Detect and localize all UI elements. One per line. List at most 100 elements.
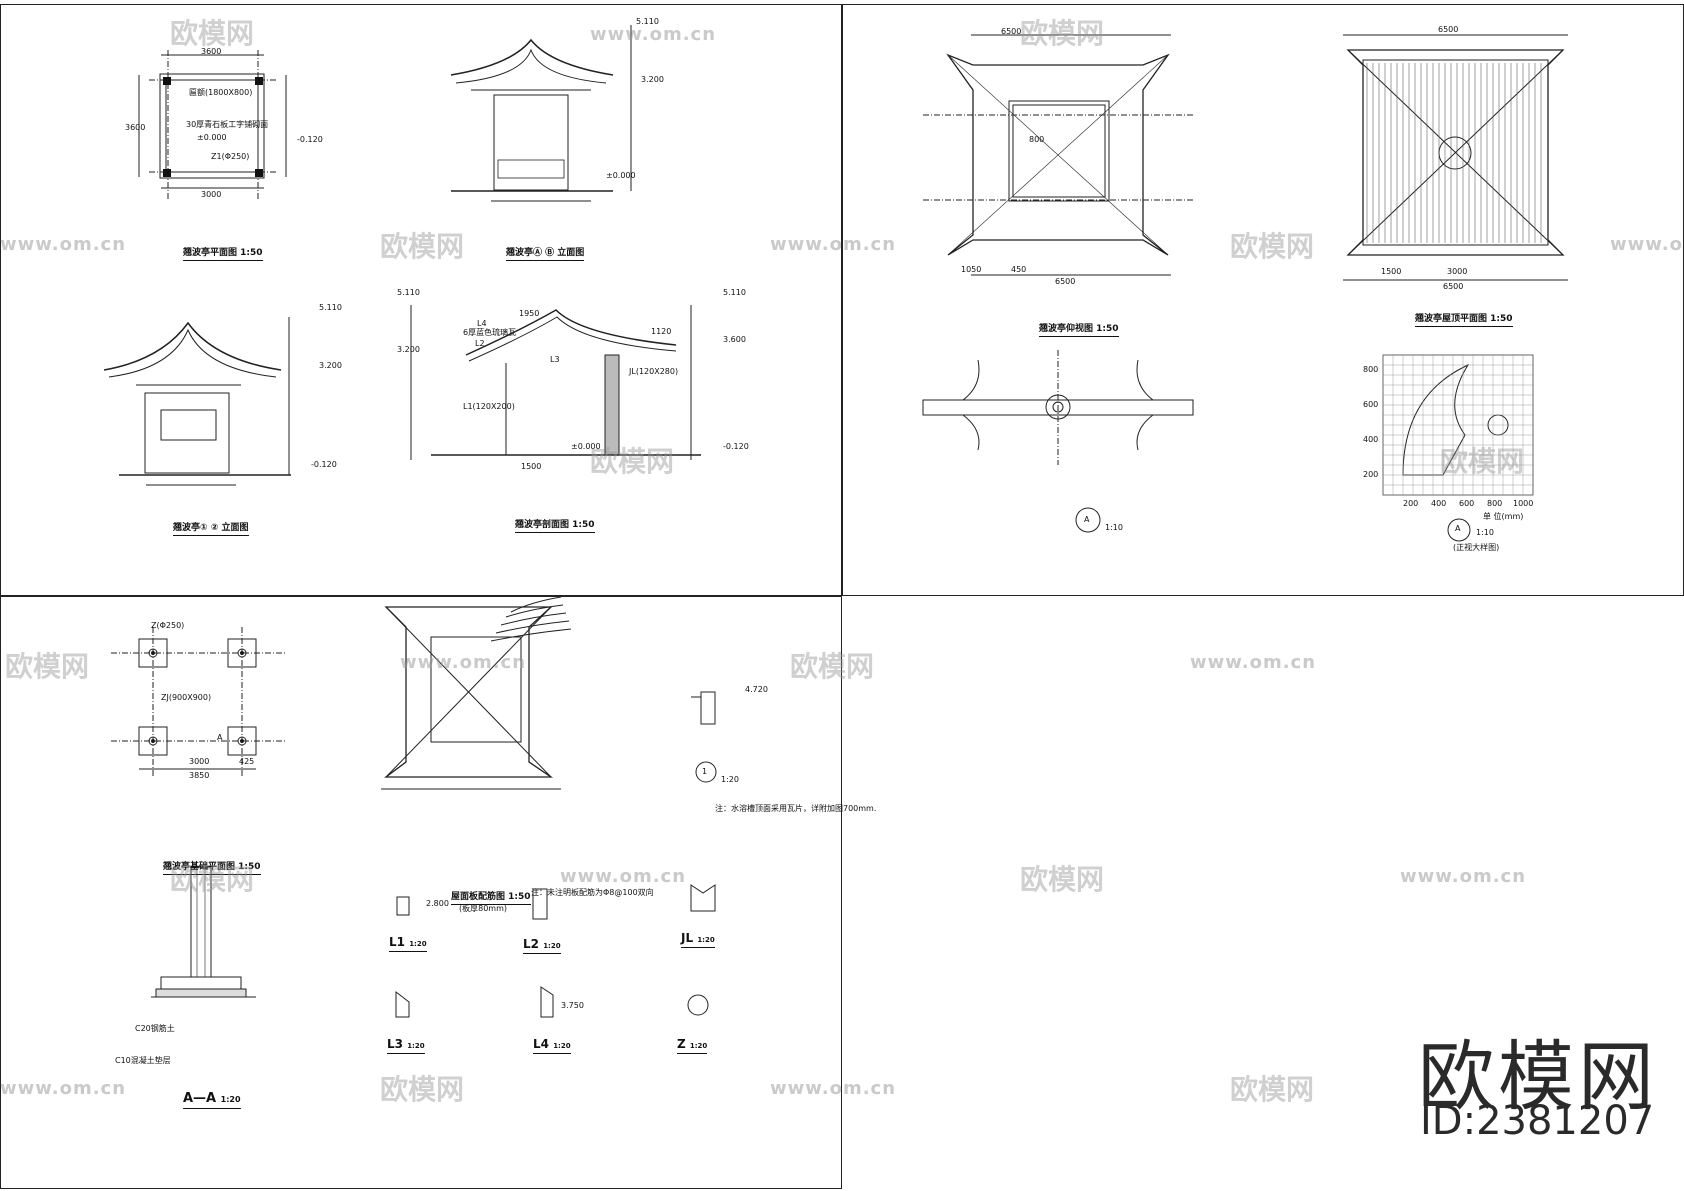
roof-dim-6500-b: 6500 <box>1443 282 1464 291</box>
plan-elevation-note: ±0.000 <box>197 133 227 142</box>
detail-l2-title: L2 1:20 <box>523 937 561 954</box>
watermark-url: www.om.cn <box>1400 866 1527 887</box>
grid-tick-x2: 400 <box>1431 499 1447 508</box>
grid-scale: 1:10 <box>1476 528 1494 537</box>
plan-left-dim: 3600 <box>125 123 146 132</box>
watermark-logo: 欧模网 <box>1230 230 1315 263</box>
roof-plan-title: 翘波亭屋顶平面图 1:50 <box>1415 311 1513 327</box>
detail-a-scale: 1:10 <box>1105 523 1123 532</box>
looking-up-title: 翘波亭仰视图 1:50 <box>1039 321 1119 337</box>
plan-column <box>163 77 171 85</box>
watermark-url: www.om.cn <box>770 234 897 255</box>
level-m012-b: -0.120 <box>311 460 337 469</box>
watermark-logo: 欧模网 <box>590 445 675 478</box>
looking-dim-450: 450 <box>1011 265 1027 274</box>
grid-tick-x4: 800 <box>1487 499 1503 508</box>
section-note-jl: JL(120X280) <box>629 367 679 376</box>
section-level-5110-r: 5.110 <box>723 288 746 297</box>
brand-id: ID:2381207 <box>1420 1098 1655 1144</box>
aa-c10: C10混凝土垫层 <box>115 1056 171 1065</box>
l4-level: 3.750 <box>561 1001 584 1010</box>
aa-title: A—A 1:20 <box>183 1091 241 1109</box>
l1-level: 2.800 <box>426 899 449 908</box>
roof-struct-note: 注：未注明板配筋为Φ8@100双向 <box>531 888 654 897</box>
detail-a-axis: A <box>1084 515 1090 524</box>
drawing-sheet-structure: Z(Φ250) ZJ(900X900) A 3000 3850 425 翘波亭基… <box>0 596 876 1189</box>
level-4720: 4.720 <box>745 685 768 694</box>
section-dim-1950: 1950 <box>519 309 540 318</box>
plan-column <box>255 77 263 85</box>
drawing-sheet-elevations: 匾额(1800X800) 30厚青石板工字铺砌面 ±0.000 Z1(Φ250)… <box>0 4 842 596</box>
section-dim-1120: 1120 <box>651 327 672 336</box>
section-level-3200: 3.200 <box>397 345 420 354</box>
section-level-m012: -0.120 <box>723 442 749 451</box>
drawing-sheet-roof-plans: 6500 6500 1050 450 800 翘波亭仰视图 1:50 6500 … <box>842 4 1684 596</box>
section-note-l1: L1(120X200) <box>463 402 515 411</box>
plan-top-dim: 3600 <box>201 47 222 56</box>
grid-tick-y2: 600 <box>1363 400 1379 409</box>
sheet3-linework <box>111 597 717 1018</box>
section-level-5110: 5.110 <box>397 288 420 297</box>
watermark-logo: 欧模网 <box>380 230 465 263</box>
grid-tick-x5: 1000 <box>1513 499 1534 508</box>
watermark-logo: 欧模网 <box>170 863 255 896</box>
detail-l3-title: L3 1:20 <box>387 1037 425 1054</box>
elevation-ab-title: 翘波亭Ⓐ Ⓑ 立面图 <box>506 245 585 261</box>
looking-dim-1050: 1050 <box>961 265 982 274</box>
found-footing-note: ZJ(900X900) <box>161 693 212 702</box>
found-dim-3850: 3850 <box>189 771 210 780</box>
detail-jl-title: JL 1:20 <box>681 931 715 948</box>
level-5110-b: 5.110 <box>319 303 342 312</box>
jl-note: 注：水溶槽顶面采用瓦片，详附加图700mm. <box>715 804 877 813</box>
watermark-url: www.om.cn <box>560 866 687 887</box>
roof-dim-1500: 1500 <box>1381 267 1402 276</box>
watermark-url: www.om.cn <box>1610 234 1684 255</box>
watermark-logo: 欧模网 <box>790 650 875 683</box>
looking-dim-6500-b: 6500 <box>1055 277 1076 286</box>
grid-note: (正视大样图) <box>1453 543 1500 552</box>
found-col-note: Z(Φ250) <box>151 621 185 630</box>
watermark-url: www.om.cn <box>0 1078 127 1099</box>
detail1-num: 1 <box>702 767 708 776</box>
watermark-url: www.om.cn <box>1190 652 1317 673</box>
plan-bottom-dim: 3000 <box>201 190 222 199</box>
plan-column <box>163 169 171 177</box>
brand-name: 欧模网 <box>1418 1032 1658 1121</box>
grid-unit: 单 位(mm) <box>1483 512 1524 521</box>
watermark-logo: 欧模网 <box>1440 445 1525 478</box>
roof-dim-3000: 3000 <box>1447 267 1468 276</box>
foundation-title: 翘波亭基础平面图 1:50 <box>163 859 261 875</box>
plan-sign-note: 匾额(1800X800) <box>189 88 253 97</box>
grid-tick-x3: 600 <box>1459 499 1475 508</box>
plan-level-note: -0.120 <box>297 135 323 144</box>
found-section-mark: A <box>217 733 223 742</box>
grid-tick-y3: 400 <box>1363 435 1379 444</box>
found-dim-3000: 3000 <box>189 757 210 766</box>
plan-fill-note: 30厚青石板工字铺砌面 <box>186 120 269 129</box>
watermark-logo: 欧模网 <box>1020 863 1105 896</box>
section-title: 翘波亭剖面图 1:50 <box>515 517 595 533</box>
looking-dim-6500: 6500 <box>1001 27 1022 36</box>
found-dim-425: 425 <box>239 757 255 766</box>
looking-dim-800: 800 <box>1029 135 1045 144</box>
level-5110: 5.110 <box>636 17 659 26</box>
level-3200: 3.200 <box>641 75 664 84</box>
level-3200-b: 3.200 <box>319 361 342 370</box>
detail-grid <box>1382 354 1534 496</box>
section-note-l2: L2 <box>475 339 485 348</box>
grid-tick-x1: 200 <box>1403 499 1419 508</box>
plan-column-note: Z1(Φ250) <box>211 152 250 161</box>
grid-axis: A <box>1455 524 1461 533</box>
section-note-l4: L4 <box>477 319 487 328</box>
watermark-logo: 欧模网 <box>1020 17 1105 50</box>
sheet2-linework <box>922 34 1568 542</box>
watermark-logo: 欧模网 <box>380 1073 465 1106</box>
watermark-logo: 欧模网 <box>5 650 90 683</box>
level-zero: ±0.000 <box>606 171 636 180</box>
section-note-tile: 6厚蓝色琉璃瓦 <box>463 328 517 337</box>
watermark-logo: 欧模网 <box>1230 1073 1315 1106</box>
grid-tick-y4: 200 <box>1363 470 1379 479</box>
section-dim-1500: 1500 <box>521 462 542 471</box>
elevation-12-title: 翘波亭① ② 立面图 <box>173 520 249 536</box>
watermark-url: www.om.cn <box>400 652 527 673</box>
